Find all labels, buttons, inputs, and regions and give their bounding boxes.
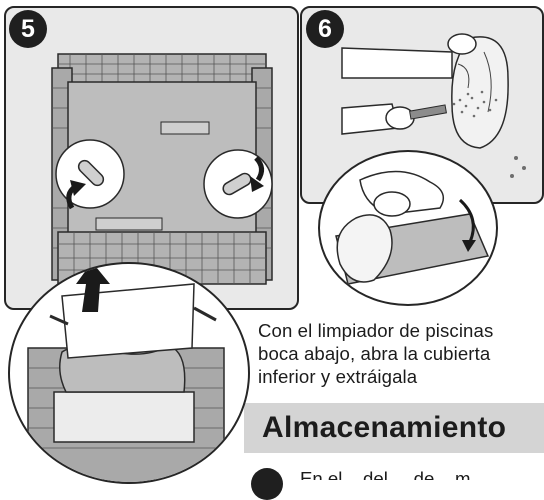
- filter-bag-illustration: [335, 170, 490, 285]
- filter-removal-inset: [8, 262, 250, 484]
- filter-bag-inset: [318, 150, 498, 306]
- step-6-instruction: Con el limpiador de piscinas boca abajo,…: [258, 319, 540, 388]
- curved-arrow-icon: [458, 198, 476, 252]
- rinse-filter-illustration: [341, 33, 509, 149]
- instruction-line: Con el limpiador de piscinas: [258, 320, 494, 341]
- rotate-arrow-icon: [66, 156, 264, 210]
- instruction-line: inferior y extráigala: [258, 366, 418, 387]
- up-arrow-icon: [76, 264, 110, 312]
- instruction-line: boca abajo, abra la cubierta: [258, 343, 491, 364]
- next-step-text: En el... del ... de... m...: [300, 468, 487, 480]
- section-banner: Almacenamiento: [244, 403, 544, 453]
- section-title: Almacenamiento: [262, 411, 507, 444]
- step-number-badge: 6: [306, 10, 344, 48]
- step-number-badge: 5: [9, 10, 47, 48]
- step-bullet-icon: [251, 468, 283, 500]
- spray-water-icon: [452, 90, 526, 178]
